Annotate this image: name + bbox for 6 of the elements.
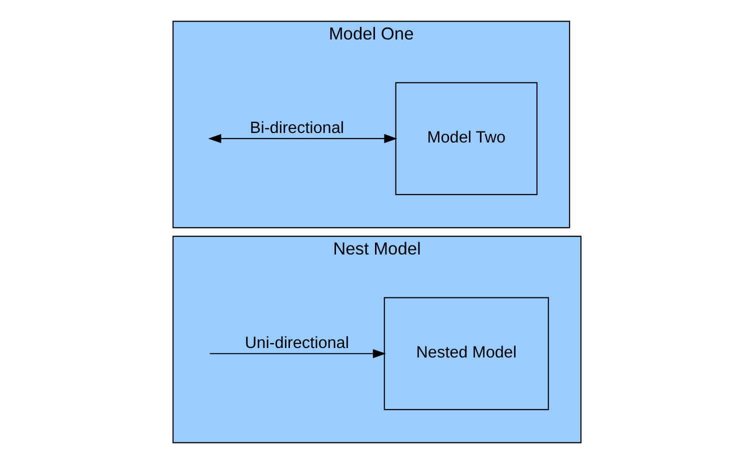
edge-label: Bi-directional (249, 119, 344, 138)
arrow (209, 349, 386, 358)
edge-label: Uni-directional (244, 334, 348, 352)
node-box: Nested Model (383, 297, 548, 410)
node-box: Model Two (394, 82, 538, 196)
arrow (208, 134, 397, 144)
